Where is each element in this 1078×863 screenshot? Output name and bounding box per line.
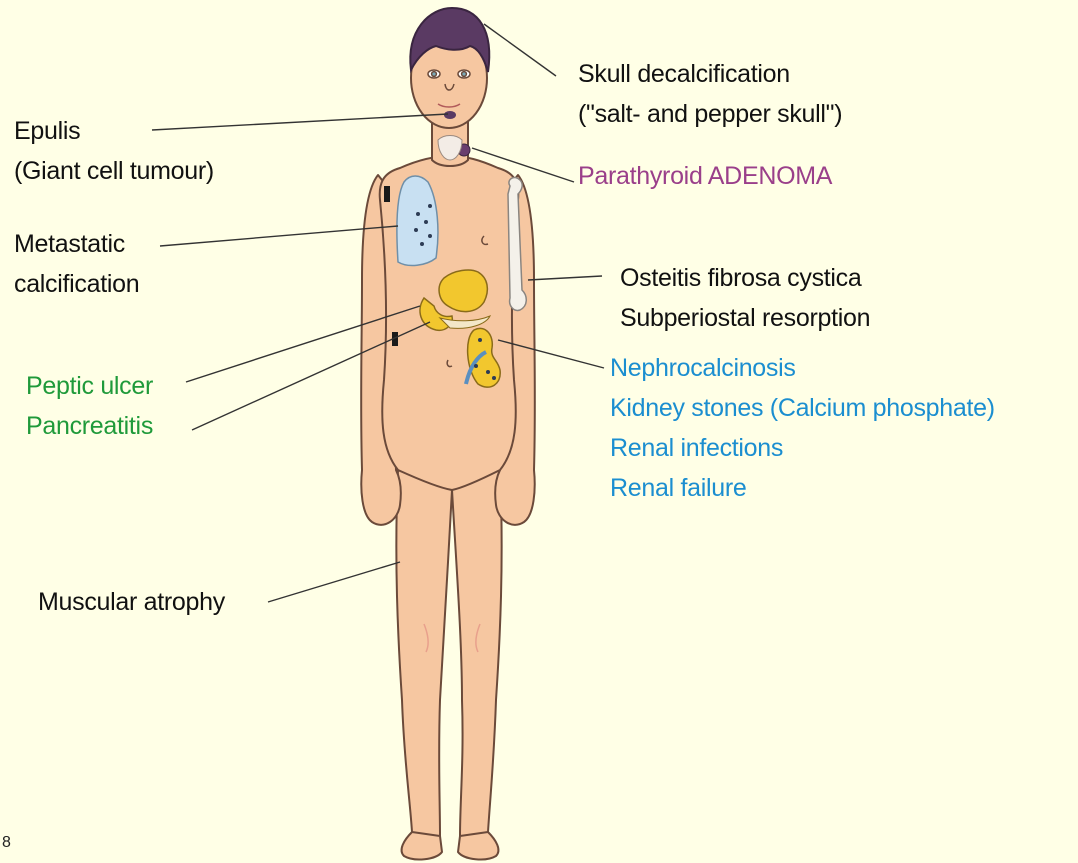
label-line: Parathyroid ADENOMA — [578, 156, 832, 196]
label-renal-list: Nephrocalcinosis Kidney stones (Calcium … — [610, 348, 995, 508]
label-line: Epulis — [14, 111, 214, 151]
label-muscular-atrophy: Muscular atrophy — [38, 582, 225, 622]
page-number: 8 — [2, 834, 11, 852]
label-parathyroid-adenoma: Parathyroid ADENOMA — [578, 156, 832, 196]
label-epulis: Epulis (Giant cell tumour) — [14, 111, 214, 191]
stomach — [439, 270, 487, 312]
label-line: calcification — [14, 264, 139, 304]
lung — [397, 176, 438, 265]
label-metastatic-calcification: Metastatic calcification — [14, 224, 139, 304]
label-line: Osteitis fibrosa cystica — [620, 258, 870, 298]
label-line: ("salt- and pepper skull") — [578, 94, 842, 134]
label-gi: Peptic ulcer Pancreatitis — [26, 366, 153, 446]
chest-marker — [384, 186, 390, 202]
epulis-mark — [444, 111, 456, 119]
label-line: Peptic ulcer — [26, 366, 153, 406]
label-osteitis: Osteitis fibrosa cystica Subperiostal re… — [620, 258, 870, 338]
label-line: Nephrocalcinosis — [610, 348, 995, 388]
label-line: Pancreatitis — [26, 406, 153, 446]
label-line: Kidney stones (Calcium phosphate) — [610, 388, 995, 428]
label-line: Renal infections — [610, 428, 995, 468]
label-line: Skull decalcification — [578, 54, 842, 94]
label-skull-decalcification: Skull decalcification ("salt- and pepper… — [578, 54, 842, 134]
label-line: Muscular atrophy — [38, 582, 225, 622]
label-line: (Giant cell tumour) — [14, 151, 214, 191]
label-line: Metastatic — [14, 224, 139, 264]
label-line: Renal failure — [610, 468, 995, 508]
label-line: Subperiostal resorption — [620, 298, 870, 338]
